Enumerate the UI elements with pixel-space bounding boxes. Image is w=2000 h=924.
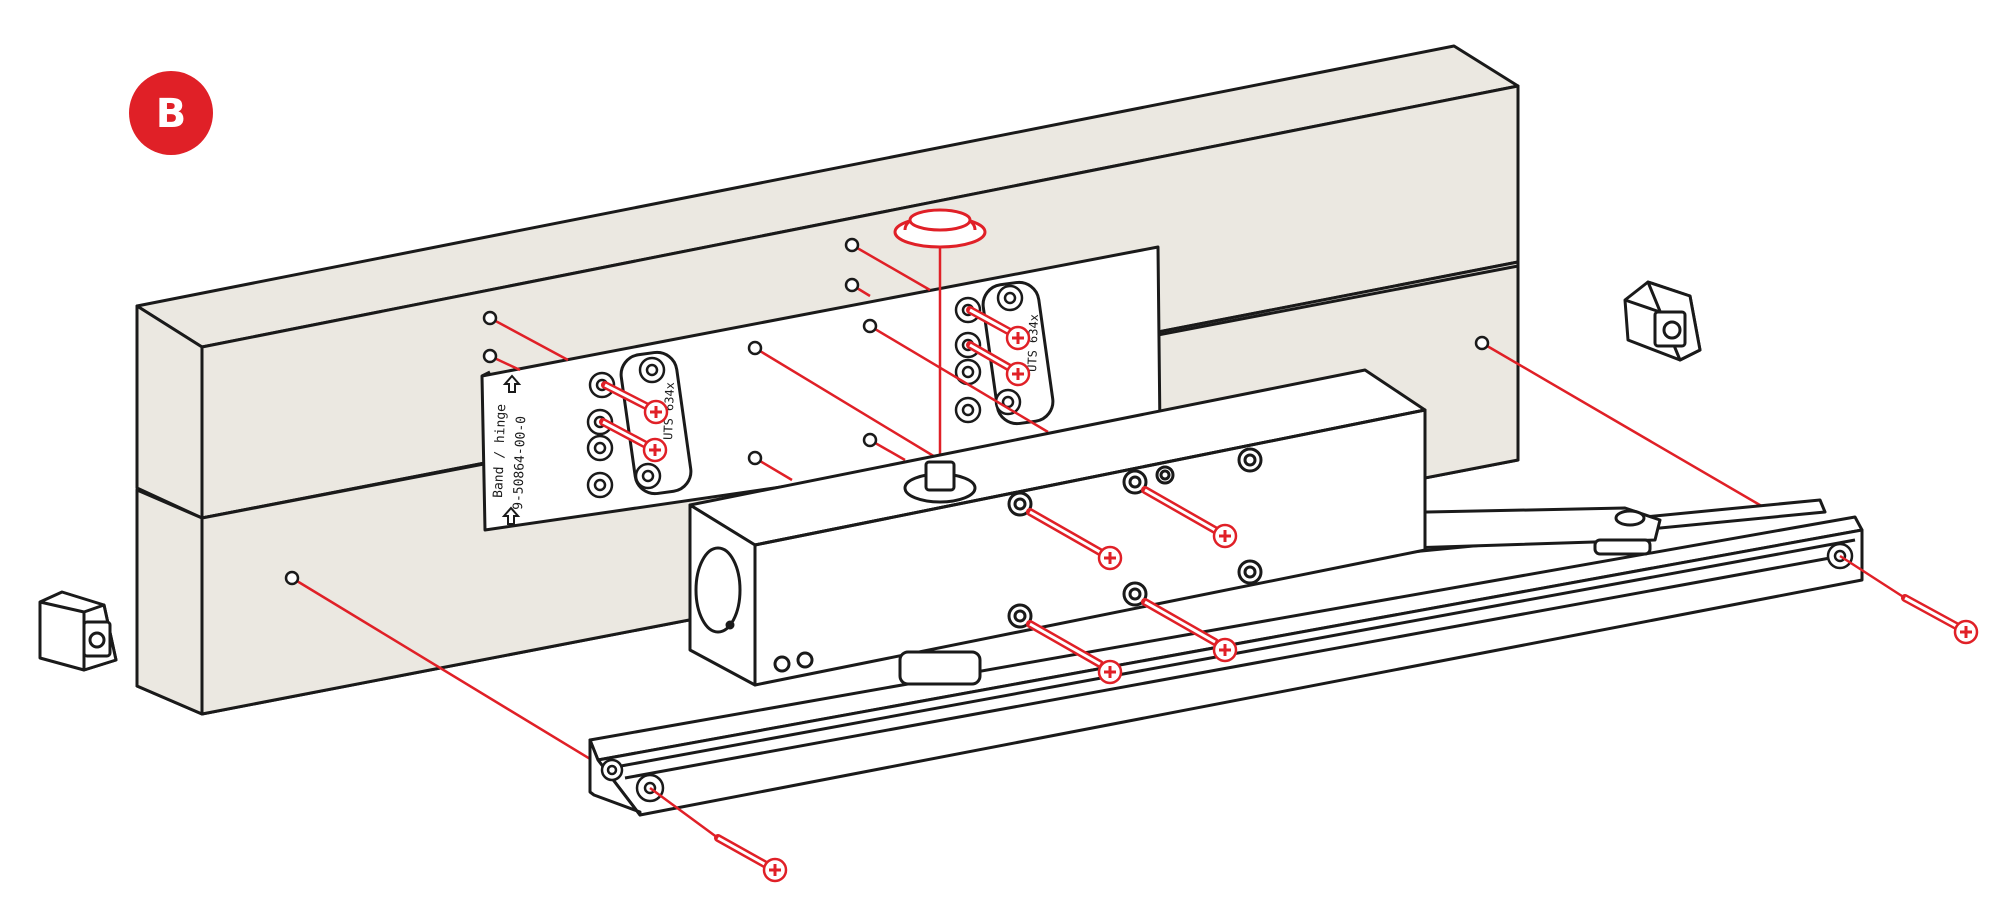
- pilot-holes: [284, 237, 1490, 586]
- screw-plate-3: [966, 306, 1031, 351]
- screw-plate-2: [599, 418, 668, 463]
- plate-label-uts-right: UTS 634x: [1025, 314, 1041, 372]
- screw-guide-lines: [649, 554, 1906, 840]
- plate-labels: Band / hinge 9-50864-00-0 UTS 634x UTS 6…: [491, 314, 1041, 510]
- screw-closer-1: [1026, 508, 1123, 571]
- plate-label-partnumber: 9-50864-00-0: [511, 416, 529, 510]
- rail-end-face: [588, 738, 642, 817]
- screw-closer-2: [1141, 486, 1238, 549]
- step-badge-circle: [129, 71, 213, 155]
- screw-closer-3: [1026, 620, 1123, 685]
- screw-plate-4: [966, 341, 1031, 387]
- screw-plate-1: [601, 381, 669, 425]
- assembly-guide-lines: [291, 240, 1766, 770]
- door-front-face: [135, 488, 204, 716]
- plate-arrows: [501, 374, 522, 525]
- screw-closer-4: [1141, 598, 1238, 663]
- closer-end-cap: [694, 546, 742, 634]
- cover-cap-red: [893, 208, 987, 249]
- screws: [599, 306, 1979, 883]
- end-cap-left: [38, 590, 118, 672]
- step-badge: B: [129, 71, 213, 155]
- closer-pinion-nut: [924, 460, 956, 492]
- screw-rail-right: [1901, 594, 1979, 645]
- plate-holes: [586, 284, 1024, 499]
- plate-label-uts-left: UTS 634x: [661, 382, 677, 440]
- end-cap-right: [1623, 280, 1702, 362]
- plate-label-hinge: Band / hinge: [491, 404, 509, 499]
- step-badge-label: B: [156, 91, 187, 137]
- screw-rail-left: [714, 834, 788, 883]
